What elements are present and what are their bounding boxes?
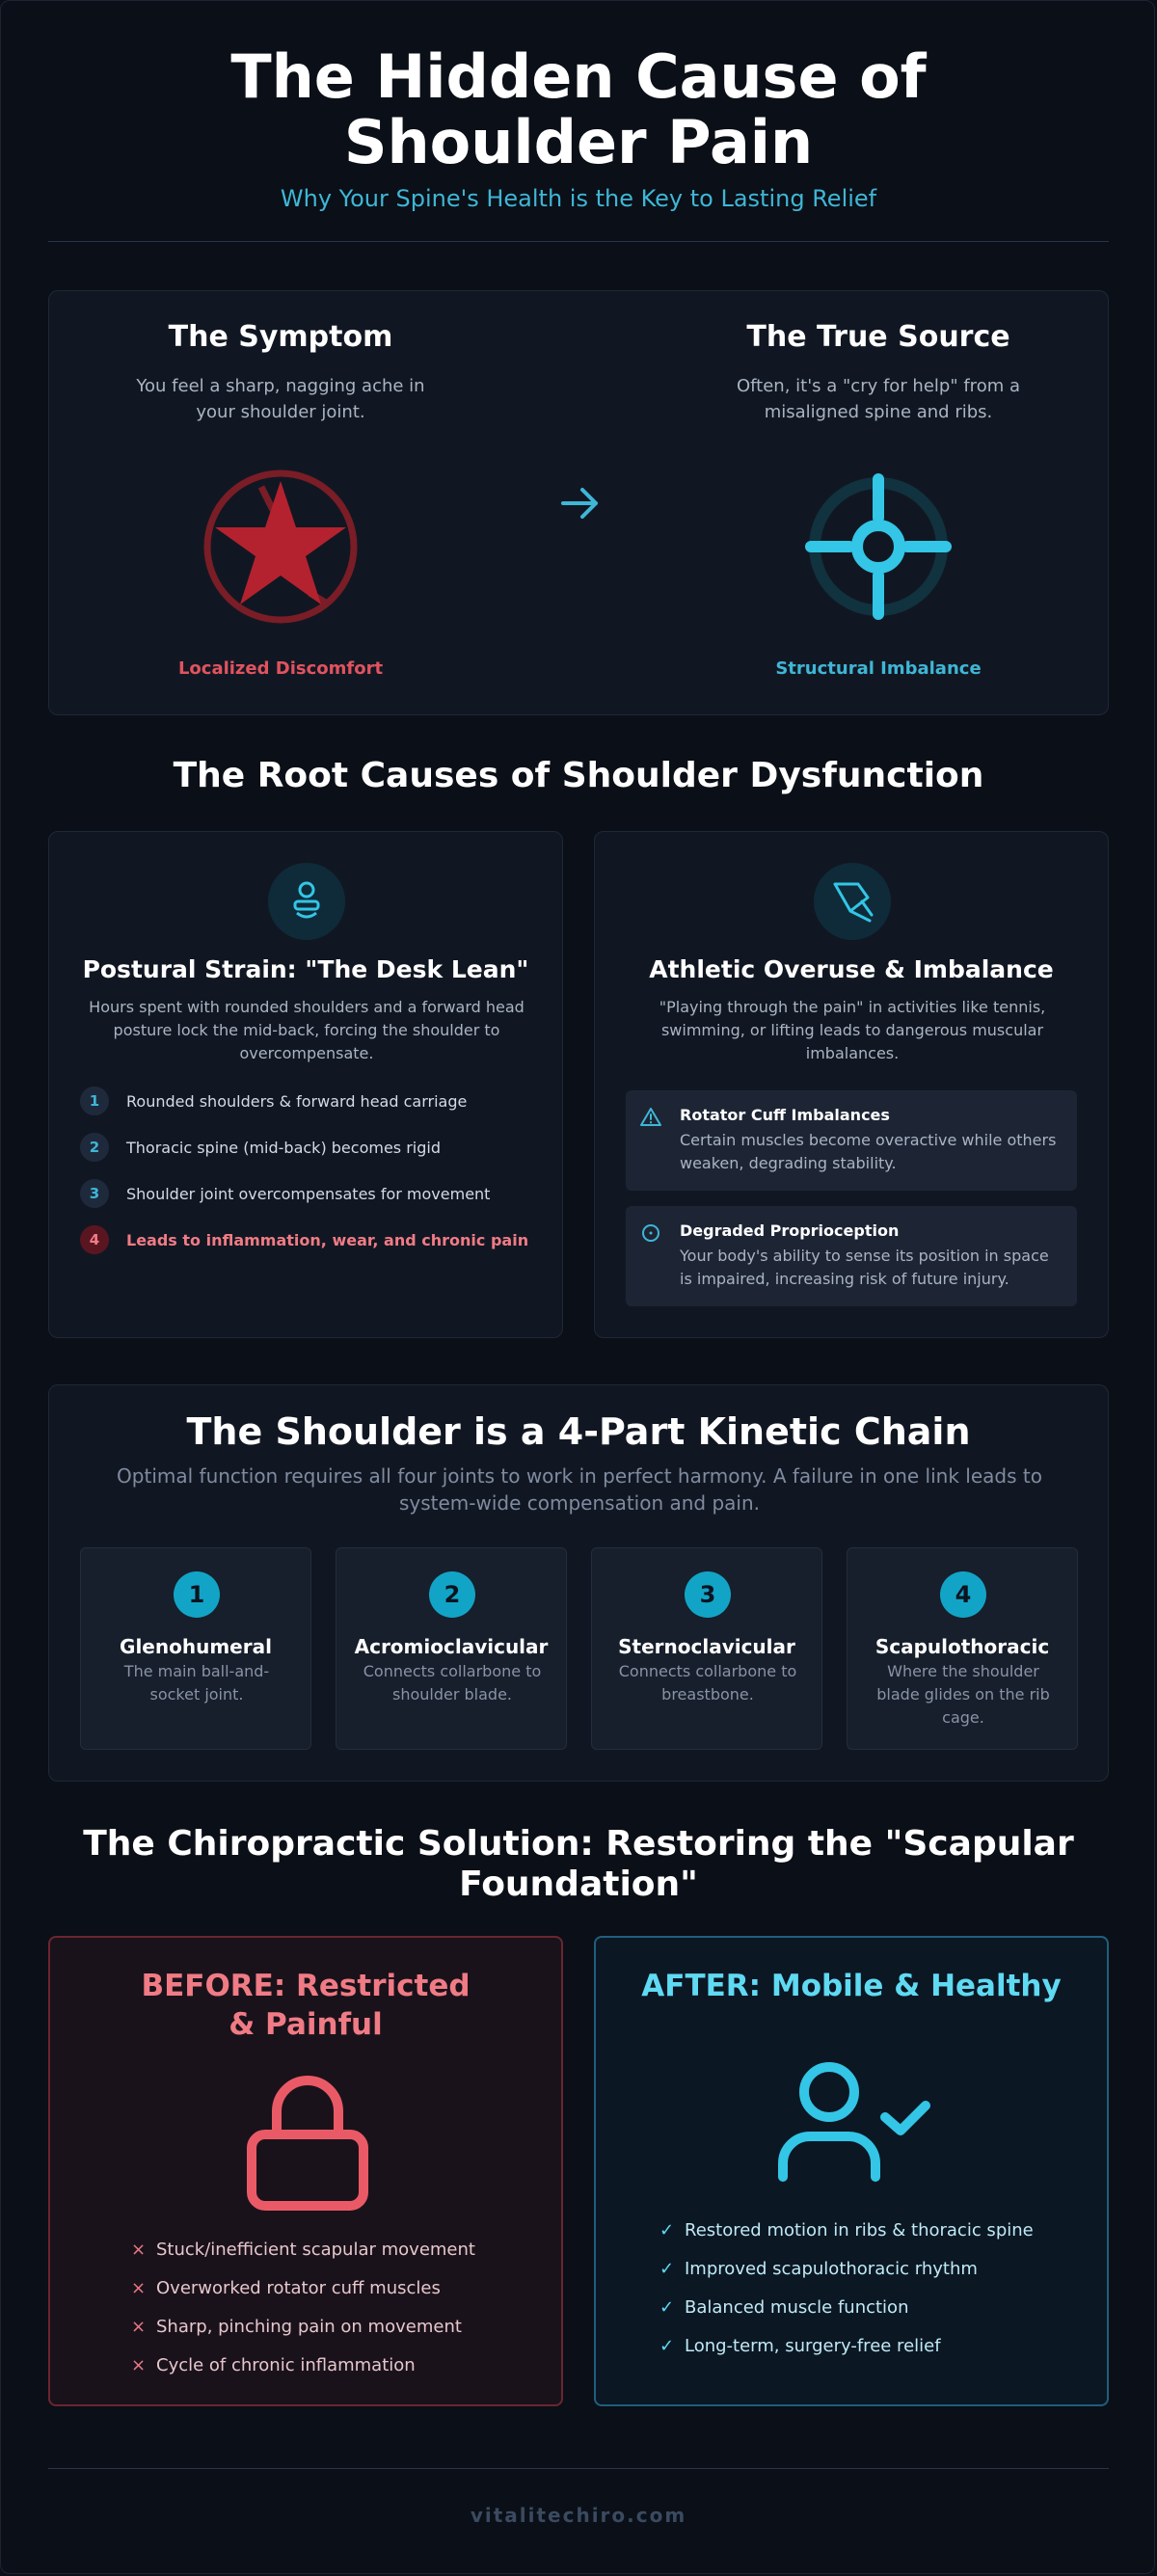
- after-card: AFTER: Mobile & Healthy ✓ Restored motio…: [594, 1936, 1109, 2406]
- list-item: ✓ Balanced muscle function: [659, 2294, 908, 2320]
- list-item: ✓ Improved scapulothoracic rhythm: [659, 2256, 978, 2281]
- symptom-source-card: The Symptom You feel a sharp, nagging ac…: [48, 290, 1109, 715]
- athletic-title: Athletic Overuse & Imbalance: [649, 955, 1054, 983]
- list-item: 2 Thoracic spine (mid-back) becomes rigi…: [80, 1131, 441, 1164]
- info-title: Rotator Cuff Imbalances: [680, 1106, 890, 1124]
- check-icon: ✓: [659, 2296, 675, 2318]
- before-item-text: Overworked rotator cuff muscles: [156, 2277, 441, 2298]
- athletic-card: Athletic Overuse & Imbalance "Playing th…: [594, 831, 1109, 1338]
- joint-title: Scapulothoracic: [874, 1635, 1050, 1658]
- list-item: ✓ Long-term, surgery-free relief: [659, 2333, 941, 2358]
- joint-title: Acromioclavicular: [354, 1635, 549, 1658]
- before-card: BEFORE: Restricted & Painful × Stuck/ine…: [48, 1936, 563, 2406]
- symptom-column: The Symptom You feel a sharp, nagging ac…: [88, 320, 473, 425]
- check-icon: ✓: [659, 2335, 675, 2356]
- joint-number: 2: [429, 1571, 475, 1618]
- list-item: ✓ Restored motion in ribs & thoracic spi…: [659, 2217, 1034, 2242]
- joint-title: Sternoclavicular: [618, 1635, 795, 1658]
- joint-card: 1 Glenohumeral The main ball-and-socket …: [80, 1547, 311, 1750]
- before-item-text: Stuck/inefficient scapular movement: [156, 2239, 475, 2260]
- step-text: Thoracic spine (mid-back) becomes rigid: [126, 1138, 441, 1157]
- athletic-text: "Playing through the pain" in activities…: [659, 998, 1046, 1062]
- racket-icon: [814, 863, 891, 940]
- user-check-icon: [778, 2062, 930, 2182]
- solution-title: The Chiropractic Solution: Restoring the…: [83, 1824, 1074, 1904]
- info-text: Your body's ability to sense its positio…: [680, 1247, 1049, 1288]
- kinetic-chain-title: The Shoulder is a 4-Part Kinetic Chain: [186, 1410, 971, 1453]
- list-item: 4 Leads to inflammation, wear, and chron…: [80, 1223, 528, 1256]
- step-text: Rounded shoulders & forward head carriag…: [126, 1091, 468, 1111]
- joint-text: The main ball-and-socket joint.: [123, 1662, 270, 1704]
- proprioception-box: Degraded Proprioception Your body's abil…: [626, 1206, 1077, 1306]
- crosshair-icon: [805, 473, 952, 620]
- joint-card: 4 Scapulothoracic Where the shoulder bla…: [847, 1547, 1078, 1750]
- after-item-text: Restored motion in ribs & thoracic spine: [685, 2219, 1034, 2241]
- postural-title: Postural Strain: "The Desk Lean": [82, 955, 529, 983]
- source-label: Structural Imbalance: [775, 658, 982, 679]
- page-title: The Hidden Cause of Shoulder Pain: [230, 41, 927, 177]
- before-item-text: Cycle of chronic inflammation: [156, 2354, 416, 2375]
- x-icon: ×: [131, 2277, 147, 2298]
- list-item: 3 Shoulder joint overcompensates for mov…: [80, 1177, 490, 1210]
- kinetic-chain-text: Optimal function requires all four joint…: [117, 1464, 1042, 1515]
- step-text: Leads to inflammation, wear, and chronic…: [126, 1230, 529, 1249]
- footer-site: vitalitechiro.com: [470, 2504, 687, 2527]
- joint-text: Where the shoulder blade glides on the r…: [876, 1662, 1050, 1727]
- footer-divider: [48, 2468, 1109, 2469]
- list-item: × Sharp, pinching pain on movement: [131, 2314, 462, 2339]
- target-icon: [642, 1224, 659, 1242]
- x-icon: ×: [131, 2354, 147, 2375]
- joint-text: Connects collarbone to breastbone.: [618, 1662, 797, 1704]
- step-number: 2: [80, 1133, 109, 1162]
- postural-card: Postural Strain: "The Desk Lean" Hours s…: [48, 831, 563, 1338]
- kinetic-chain-card: The Shoulder is a 4-Part Kinetic Chain O…: [48, 1384, 1109, 1782]
- step-number: 3: [80, 1179, 109, 1208]
- x-icon: ×: [131, 2239, 147, 2260]
- warning-icon: [640, 1108, 661, 1126]
- page-subtitle: Why Your Spine's Health is the Key to La…: [280, 185, 877, 212]
- joint-text: Connects collarbone to shoulder blade.: [363, 1662, 542, 1704]
- list-item: × Cycle of chronic inflammation: [131, 2352, 416, 2377]
- x-icon: ×: [131, 2316, 147, 2337]
- list-item: 1 Rounded shoulders & forward head carri…: [80, 1085, 467, 1117]
- root-causes-title: The Root Causes of Shoulder Dysfunction: [173, 756, 984, 795]
- lock-icon: [247, 2076, 368, 2211]
- symptom-title: The Symptom: [168, 320, 393, 354]
- header-divider: [48, 241, 1109, 242]
- header: The Hidden Cause of Shoulder Pain Why Yo…: [48, 41, 1109, 213]
- step-number: 1: [80, 1087, 109, 1115]
- joint-number: 3: [685, 1571, 731, 1618]
- arrow-right-icon: [561, 488, 598, 519]
- before-title: BEFORE: Restricted & Painful: [141, 1969, 471, 2042]
- pain-star-icon: [203, 470, 358, 624]
- info-title: Degraded Proprioception: [680, 1221, 900, 1240]
- step-text: Shoulder joint overcompensates for movem…: [126, 1184, 491, 1203]
- joint-card: 2 Acromioclavicular Connects collarbone …: [336, 1547, 567, 1750]
- after-title: AFTER: Mobile & Healthy: [641, 1969, 1062, 2003]
- rotator-cuff-box: Rotator Cuff Imbalances Certain muscles …: [626, 1090, 1077, 1191]
- source-title: The True Source: [746, 320, 1010, 354]
- list-item: × Overworked rotator cuff muscles: [131, 2275, 441, 2300]
- source-column: The True Source Often, it's a "cry for h…: [686, 320, 1071, 425]
- info-text: Certain muscles become overactive while …: [680, 1131, 1057, 1172]
- joint-number: 4: [940, 1571, 986, 1618]
- person-desk-icon: [268, 863, 345, 940]
- joint-card: 3 Sternoclavicular Connects collarbone t…: [591, 1547, 822, 1750]
- check-icon: ✓: [659, 2258, 675, 2279]
- source-text: Often, it's a "cry for help" from a misa…: [736, 376, 1020, 422]
- after-item-text: Long-term, surgery-free relief: [685, 2335, 941, 2356]
- postural-text: Hours spent with rounded shoulders and a…: [89, 998, 525, 1062]
- list-item: × Stuck/inefficient scapular movement: [131, 2237, 475, 2262]
- after-item-text: Improved scapulothoracic rhythm: [685, 2258, 978, 2279]
- symptom-text: You feel a sharp, nagging ache in your s…: [136, 376, 425, 422]
- before-item-text: Sharp, pinching pain on movement: [156, 2316, 462, 2337]
- symptom-label: Localized Discomfort: [177, 658, 384, 679]
- after-item-text: Balanced muscle function: [685, 2296, 909, 2318]
- check-icon: ✓: [659, 2219, 675, 2241]
- step-number: 4: [80, 1225, 109, 1254]
- joint-number: 1: [174, 1571, 220, 1618]
- joint-title: Glenohumeral: [120, 1635, 272, 1658]
